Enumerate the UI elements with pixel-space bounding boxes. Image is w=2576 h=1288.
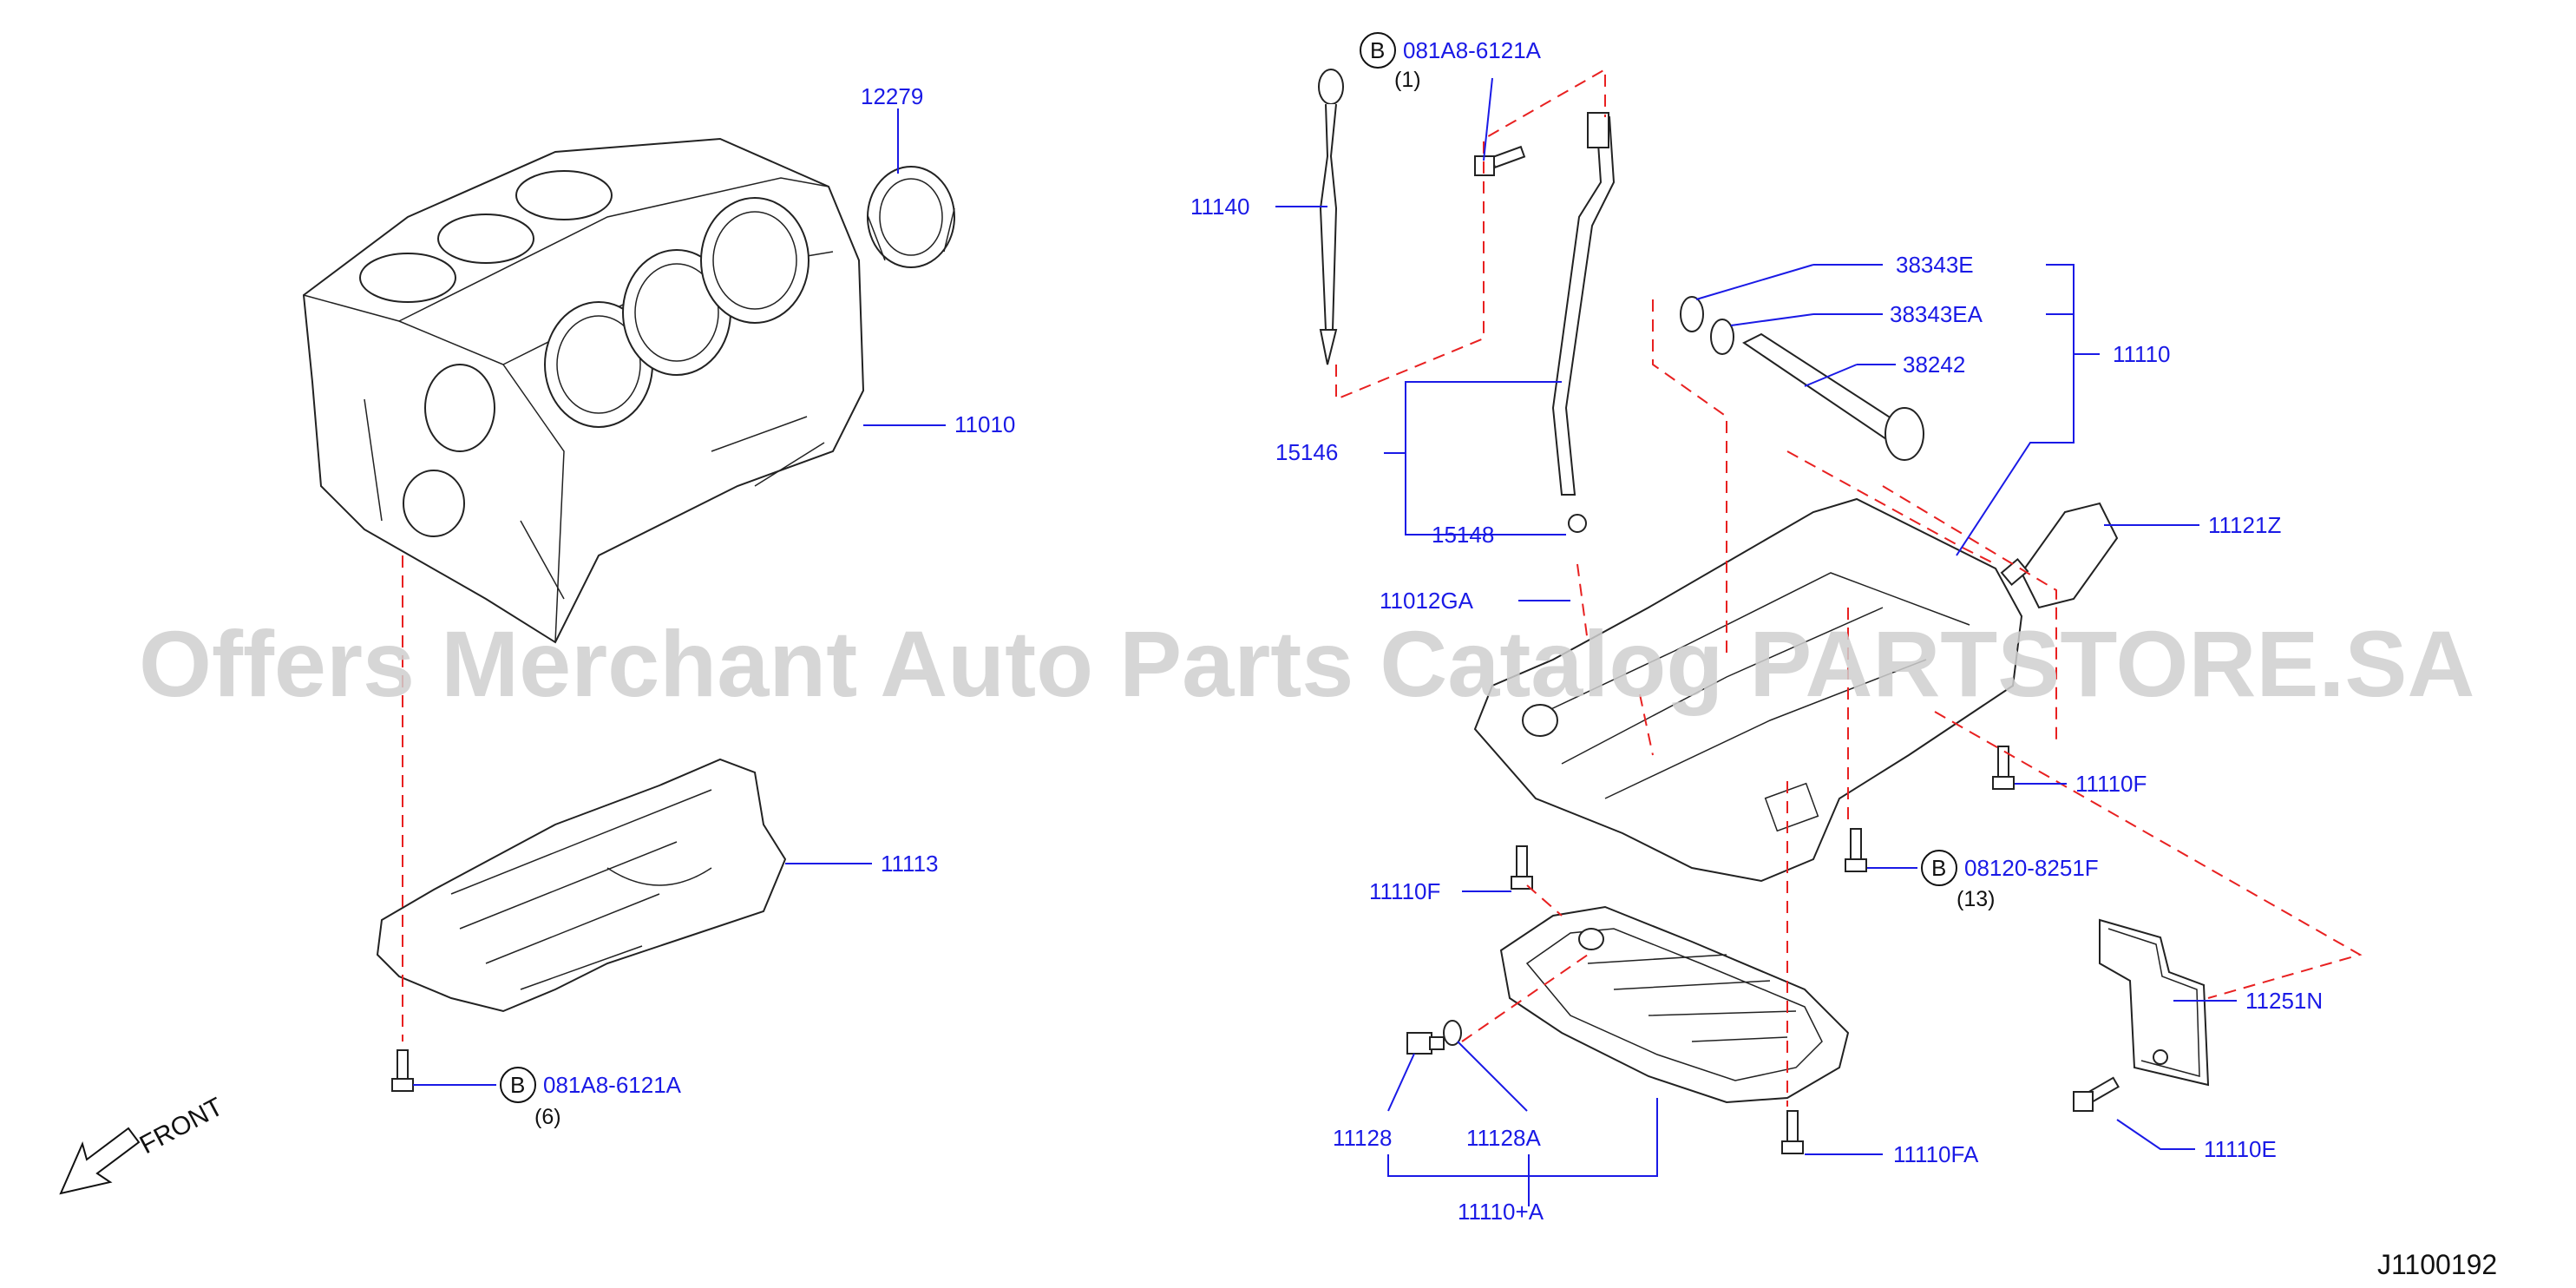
part-number-11110-plus-a[interactable]: 11110+A <box>1458 1199 1544 1225</box>
callout-38343e[interactable]: 38343E <box>1695 252 1974 300</box>
ref-b-circle <box>1921 850 1957 886</box>
oil-strainer-illustration <box>1742 332 1924 461</box>
quantity-6: (6) <box>534 1105 561 1129</box>
callout-15148[interactable]: 15148 <box>1432 522 1566 548</box>
part-number-12279[interactable]: 12279 <box>861 83 923 109</box>
quantity-13: (13) <box>1957 887 1995 911</box>
ref-b-letter: B <box>1931 855 1946 881</box>
bolt-left-illustration <box>391 1049 414 1092</box>
front-arrow-icon <box>59 1127 141 1195</box>
leader-line <box>1384 381 1562 536</box>
callout-11012ga[interactable]: 11012GA <box>1380 588 1570 614</box>
ref-b-letter: B <box>510 1072 525 1098</box>
oil-pan-lower-illustration <box>1499 905 1850 1104</box>
o-rings-illustration <box>1680 296 1734 355</box>
part-number-11128[interactable]: 11128 <box>1333 1125 1392 1151</box>
front-direction-indicator: FRONT <box>59 1093 228 1195</box>
drain-plug-illustration <box>1406 1020 1462 1055</box>
ref-b-circle <box>500 1067 536 1103</box>
leader-line <box>2116 1119 2195 1150</box>
callout-11140[interactable]: 11140 <box>1190 194 1327 220</box>
baffle-plate-illustration <box>376 758 787 1013</box>
part-number-08120-8251f[interactable]: 08120-8251F <box>1964 855 2099 881</box>
part-number-11110f-left[interactable]: 11110F <box>1369 878 1440 904</box>
part-number-11110e[interactable]: 11110E <box>2204 1136 2277 1162</box>
part-number-11140[interactable]: 11140 <box>1190 194 1249 220</box>
bolts-right-illustration <box>1511 746 2120 1154</box>
part-number-11012ga[interactable]: 11012GA <box>1380 588 1474 614</box>
leader-line <box>1804 364 1858 387</box>
callout-bolt-left[interactable]: B 081A8-6121A (6) <box>413 1067 682 1129</box>
callout-11113[interactable]: 11113 <box>785 851 939 877</box>
seal-12279-illustration <box>867 166 955 268</box>
oil-pan-upper-illustration <box>1473 497 2023 883</box>
diagram-id: J1100192 <box>2377 1249 2497 1280</box>
gasket-11251n-illustration <box>2099 918 2210 1087</box>
part-number-38242[interactable]: 38242 <box>1903 352 1965 378</box>
quantity-1: (1) <box>1394 68 1421 92</box>
part-number-38343e[interactable]: 38343E <box>1896 252 1974 278</box>
leader-line <box>1387 1053 1415 1112</box>
cylinder-block-illustration <box>302 137 865 644</box>
front-label: FRONT <box>135 1093 228 1160</box>
part-number-11113[interactable]: 11113 <box>881 851 939 877</box>
part-number-11128a[interactable]: 11128A <box>1466 1125 1541 1151</box>
oil-cooler-tube-illustration <box>2000 502 2119 609</box>
callout-11110f-left[interactable]: 11110F <box>1369 878 1511 904</box>
callout-12279[interactable]: 12279 <box>861 83 923 174</box>
callout-11010[interactable]: 11010 <box>863 411 1015 437</box>
leader-line <box>1956 264 2100 556</box>
leader-line <box>1483 77 1493 161</box>
part-number-15148[interactable]: 15148 <box>1432 522 1494 548</box>
callout-11110e[interactable]: 11110E <box>2116 1119 2277 1162</box>
part-number-081a8-6121a-left[interactable]: 081A8-6121A <box>543 1072 682 1098</box>
callout-11128[interactable]: 11128 <box>1333 1053 1415 1151</box>
ref-b-letter: B <box>1370 37 1385 63</box>
callout-38343ea[interactable]: 38343EA <box>1730 301 1983 327</box>
callout-11128a[interactable]: 11128A <box>1457 1041 1541 1151</box>
callout-11251n[interactable]: 11251N <box>2173 988 2323 1014</box>
callout-11110[interactable]: 11110 <box>1956 264 2171 556</box>
part-number-15146[interactable]: 15146 <box>1275 439 1338 465</box>
watermark-text: Offers Merchant Auto Parts Catalog PARTS… <box>139 611 2474 716</box>
bolt-upper-illustration <box>1474 145 1526 176</box>
callout-11121z[interactable]: 11121Z <box>2104 512 2281 538</box>
part-number-11110f-right[interactable]: 11110F <box>2075 771 2147 797</box>
part-number-11010[interactable]: 11010 <box>954 411 1015 437</box>
ref-b-circle <box>1360 32 1396 69</box>
callout-38242[interactable]: 38242 <box>1804 352 1965 387</box>
callout-bolt-upper[interactable]: B 081A8-6121A (1) <box>1360 32 1542 161</box>
dipstick-illustration <box>1318 69 1344 365</box>
callout-11110fa[interactable]: 11110FA <box>1805 1141 1979 1167</box>
part-number-11251n[interactable]: 11251N <box>2245 988 2323 1014</box>
part-number-38343ea[interactable]: 38343EA <box>1890 301 1983 327</box>
leader-line <box>1730 313 1814 326</box>
callout-15146[interactable]: 15146 <box>1275 381 1562 536</box>
leader-line <box>1387 1098 1658 1206</box>
callout-bolt-right[interactable]: B 08120-8251F (13) <box>1867 850 2099 911</box>
part-number-11121z[interactable]: 11121Z <box>2208 512 2281 538</box>
callout-11110f-right[interactable]: 11110F <box>2015 771 2147 797</box>
assembly-dashed-lines <box>402 68 2363 1107</box>
part-number-11110[interactable]: 11110 <box>2113 341 2171 367</box>
part-number-081a8-6121a-upper[interactable]: 081A8-6121A <box>1403 37 1542 63</box>
leader-line <box>1457 1041 1528 1112</box>
oil-level-gauge-guide-illustration <box>1551 112 1616 533</box>
callout-11110-plus-a[interactable]: 11110+A <box>1387 1098 1658 1225</box>
part-number-11110fa[interactable]: 11110FA <box>1893 1141 1979 1167</box>
leader-line <box>1695 264 1814 300</box>
